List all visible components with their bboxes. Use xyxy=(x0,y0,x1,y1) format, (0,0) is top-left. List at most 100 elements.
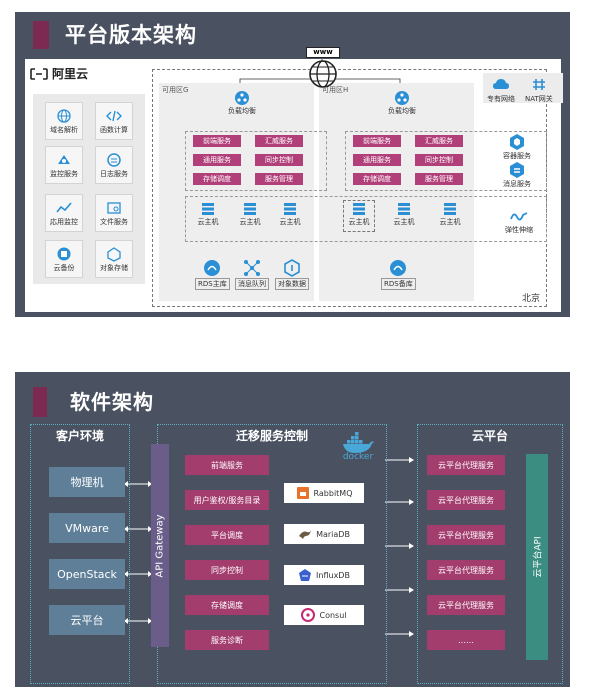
frontend-service-g[interactable]: 前端服务 xyxy=(193,135,241,147)
log-icon xyxy=(107,152,121,167)
rds-primary[interactable]: RDS主库 xyxy=(195,259,230,290)
message-service[interactable]: 消息服务 xyxy=(503,161,531,189)
client-physical-machine[interactable]: 物理机 xyxy=(49,467,125,497)
data-node-label: 消息队列 xyxy=(235,278,269,290)
service-group-zone-h xyxy=(345,131,547,191)
host-label: 云主机 xyxy=(239,218,261,226)
backup-icon xyxy=(57,247,71,260)
container-service[interactable]: 容器服务 xyxy=(503,133,531,161)
object-data[interactable]: 对象数据 xyxy=(275,259,309,290)
slide-title: 软件架构 xyxy=(70,390,154,414)
server-icon xyxy=(353,203,365,215)
load-balancer-label: 负载均衡 xyxy=(228,107,256,115)
tile-label: 云备份 xyxy=(53,263,75,272)
server-icon xyxy=(398,203,410,215)
aliyun-logo: 阿里云 xyxy=(30,65,88,82)
cloud-proxy-service[interactable]: 云平台代理服务 xyxy=(427,490,505,510)
panel-title: 迁移服务控制 xyxy=(235,429,308,443)
frontend-service[interactable]: 前端服务 xyxy=(185,455,269,475)
sync-control-h[interactable]: 同步控制 xyxy=(415,154,463,166)
storage-icon xyxy=(107,246,121,262)
common-service-g[interactable]: 通用服务 xyxy=(193,154,241,166)
client-environment-panel: 客户环境 物理机 VMware OpenStack 云平台 xyxy=(30,424,130,684)
object-storage-tile[interactable]: 对象存储 xyxy=(95,240,133,278)
service-diagnostics[interactable]: 服务诊断 xyxy=(185,630,269,650)
aggregate-service-g[interactable]: 汇威服务 xyxy=(255,135,303,147)
load-balancer-zone-g[interactable]: 负载均衡 xyxy=(228,90,256,116)
monitor-service-tile[interactable]: 监控服务 xyxy=(45,146,83,184)
cloud-host[interactable]: 云主机 xyxy=(275,201,305,231)
data-node-label: 对象数据 xyxy=(275,278,309,290)
auth-catalog-service[interactable]: 用户鉴权/服务目录 xyxy=(185,490,269,510)
tile-label: 日志服务 xyxy=(100,169,128,178)
cloud-host[interactable]: 云主机 xyxy=(435,201,465,231)
client-openstack[interactable]: OpenStack xyxy=(49,559,125,589)
storage-scheduler[interactable]: 存储调度 xyxy=(185,595,269,615)
rds-icon xyxy=(204,260,221,276)
object-data-icon xyxy=(284,259,300,277)
client-cloud-platform[interactable]: 云平台 xyxy=(49,605,125,635)
software-architecture-slide: 软件架构 客户环境 物理机 VMware OpenStack 云平台 迁移服务控… xyxy=(15,372,570,687)
tile-label: 域名解析 xyxy=(50,125,78,134)
cloud-proxy-service[interactable]: 云平台代理服务 xyxy=(427,455,505,475)
load-balancer-zone-h[interactable]: 负载均衡 xyxy=(388,90,416,116)
cloud-proxy-service[interactable]: 云平台代理服务 xyxy=(427,560,505,580)
cloud-host[interactable]: 云主机 xyxy=(343,200,375,232)
container-icon xyxy=(510,134,524,150)
api-gateway[interactable]: API Gateway xyxy=(151,444,169,647)
rabbitmq[interactable]: RabbitMQ xyxy=(284,483,364,503)
docker-whale-icon xyxy=(343,432,374,453)
queue-icon xyxy=(244,260,260,276)
consul[interactable]: Consul xyxy=(284,605,364,625)
sync-control-g[interactable]: 同步控制 xyxy=(255,154,303,166)
cloud-host[interactable]: 云主机 xyxy=(235,201,265,231)
cloud-backup-tile[interactable]: 云备份 xyxy=(45,240,83,278)
cloud-host[interactable]: 云主机 xyxy=(389,201,419,231)
service-management-g[interactable]: 服务管理 xyxy=(255,173,303,185)
dns-service-tile[interactable]: 域名解析 xyxy=(45,102,83,140)
tile-label: 对象存储 xyxy=(100,263,128,272)
tech-label: InfluxDB xyxy=(316,570,350,580)
architecture-canvas: 阿里云 域名解析 函数计算 监控服务 日志服务 応用监控 xyxy=(25,47,563,312)
log-service-tile[interactable]: 日志服务 xyxy=(95,146,133,184)
app-monitor-tile[interactable]: 応用监控 xyxy=(45,194,83,232)
service-management-h[interactable]: 服务管理 xyxy=(415,173,463,185)
right-service-label: 弹性伸缩 xyxy=(505,226,533,234)
autoscale-icon xyxy=(510,212,528,221)
storage-scheduler-h[interactable]: 存储调度 xyxy=(353,173,401,185)
sync-control[interactable]: 同步控制 xyxy=(185,560,269,580)
host-label: 云主机 xyxy=(279,218,301,226)
globe-icon xyxy=(57,108,71,123)
aggregate-service-h[interactable]: 汇威服务 xyxy=(415,135,463,147)
common-service-h[interactable]: 通用服务 xyxy=(353,154,401,166)
nat-gateway[interactable]: NAT网关 xyxy=(525,76,553,104)
cloud-platform-api[interactable]: 云平台API xyxy=(526,454,548,660)
cloud-proxy-more[interactable]: …… xyxy=(427,630,505,650)
right-service-label: NAT网关 xyxy=(525,95,553,103)
file-service-tile[interactable]: 文件服务 xyxy=(95,194,133,232)
region-label: 北京 xyxy=(521,294,540,304)
globe-icon xyxy=(309,60,337,88)
cloud-proxy-service[interactable]: 云平台代理服务 xyxy=(427,525,505,545)
frontend-service-h[interactable]: 前端服务 xyxy=(353,135,401,147)
mariadb[interactable]: MariaDB xyxy=(284,524,364,544)
slide-title: 平台版本架构 xyxy=(65,23,197,47)
cloud-host[interactable]: 云主机 xyxy=(193,201,223,231)
host-label: 云主机 xyxy=(348,218,370,226)
auto-scaling-service[interactable]: 弹性伸缩 xyxy=(505,207,533,235)
rds-standby[interactable]: RDS备库 xyxy=(381,259,416,290)
influxdb[interactable]: InfluxDB xyxy=(284,565,364,585)
host-label: 云主机 xyxy=(393,218,415,226)
data-node-label: RDS主库 xyxy=(195,278,230,290)
function-compute-tile[interactable]: 函数计算 xyxy=(95,102,133,140)
vpc-icon xyxy=(493,79,509,89)
influxdb-icon xyxy=(299,569,312,581)
cloud-proxy-service[interactable]: 云平台代理服务 xyxy=(427,595,505,615)
vpc-service[interactable]: 专有网络 xyxy=(487,76,515,104)
platform-scheduler[interactable]: 平台调度 xyxy=(185,525,269,545)
storage-scheduler-g[interactable]: 存储调度 xyxy=(193,173,241,185)
load-balancer-icon xyxy=(395,91,409,105)
tech-label: RabbitMQ xyxy=(313,488,353,498)
client-vmware[interactable]: VMware xyxy=(49,513,125,543)
message-queue[interactable]: 消息队列 xyxy=(235,259,269,290)
